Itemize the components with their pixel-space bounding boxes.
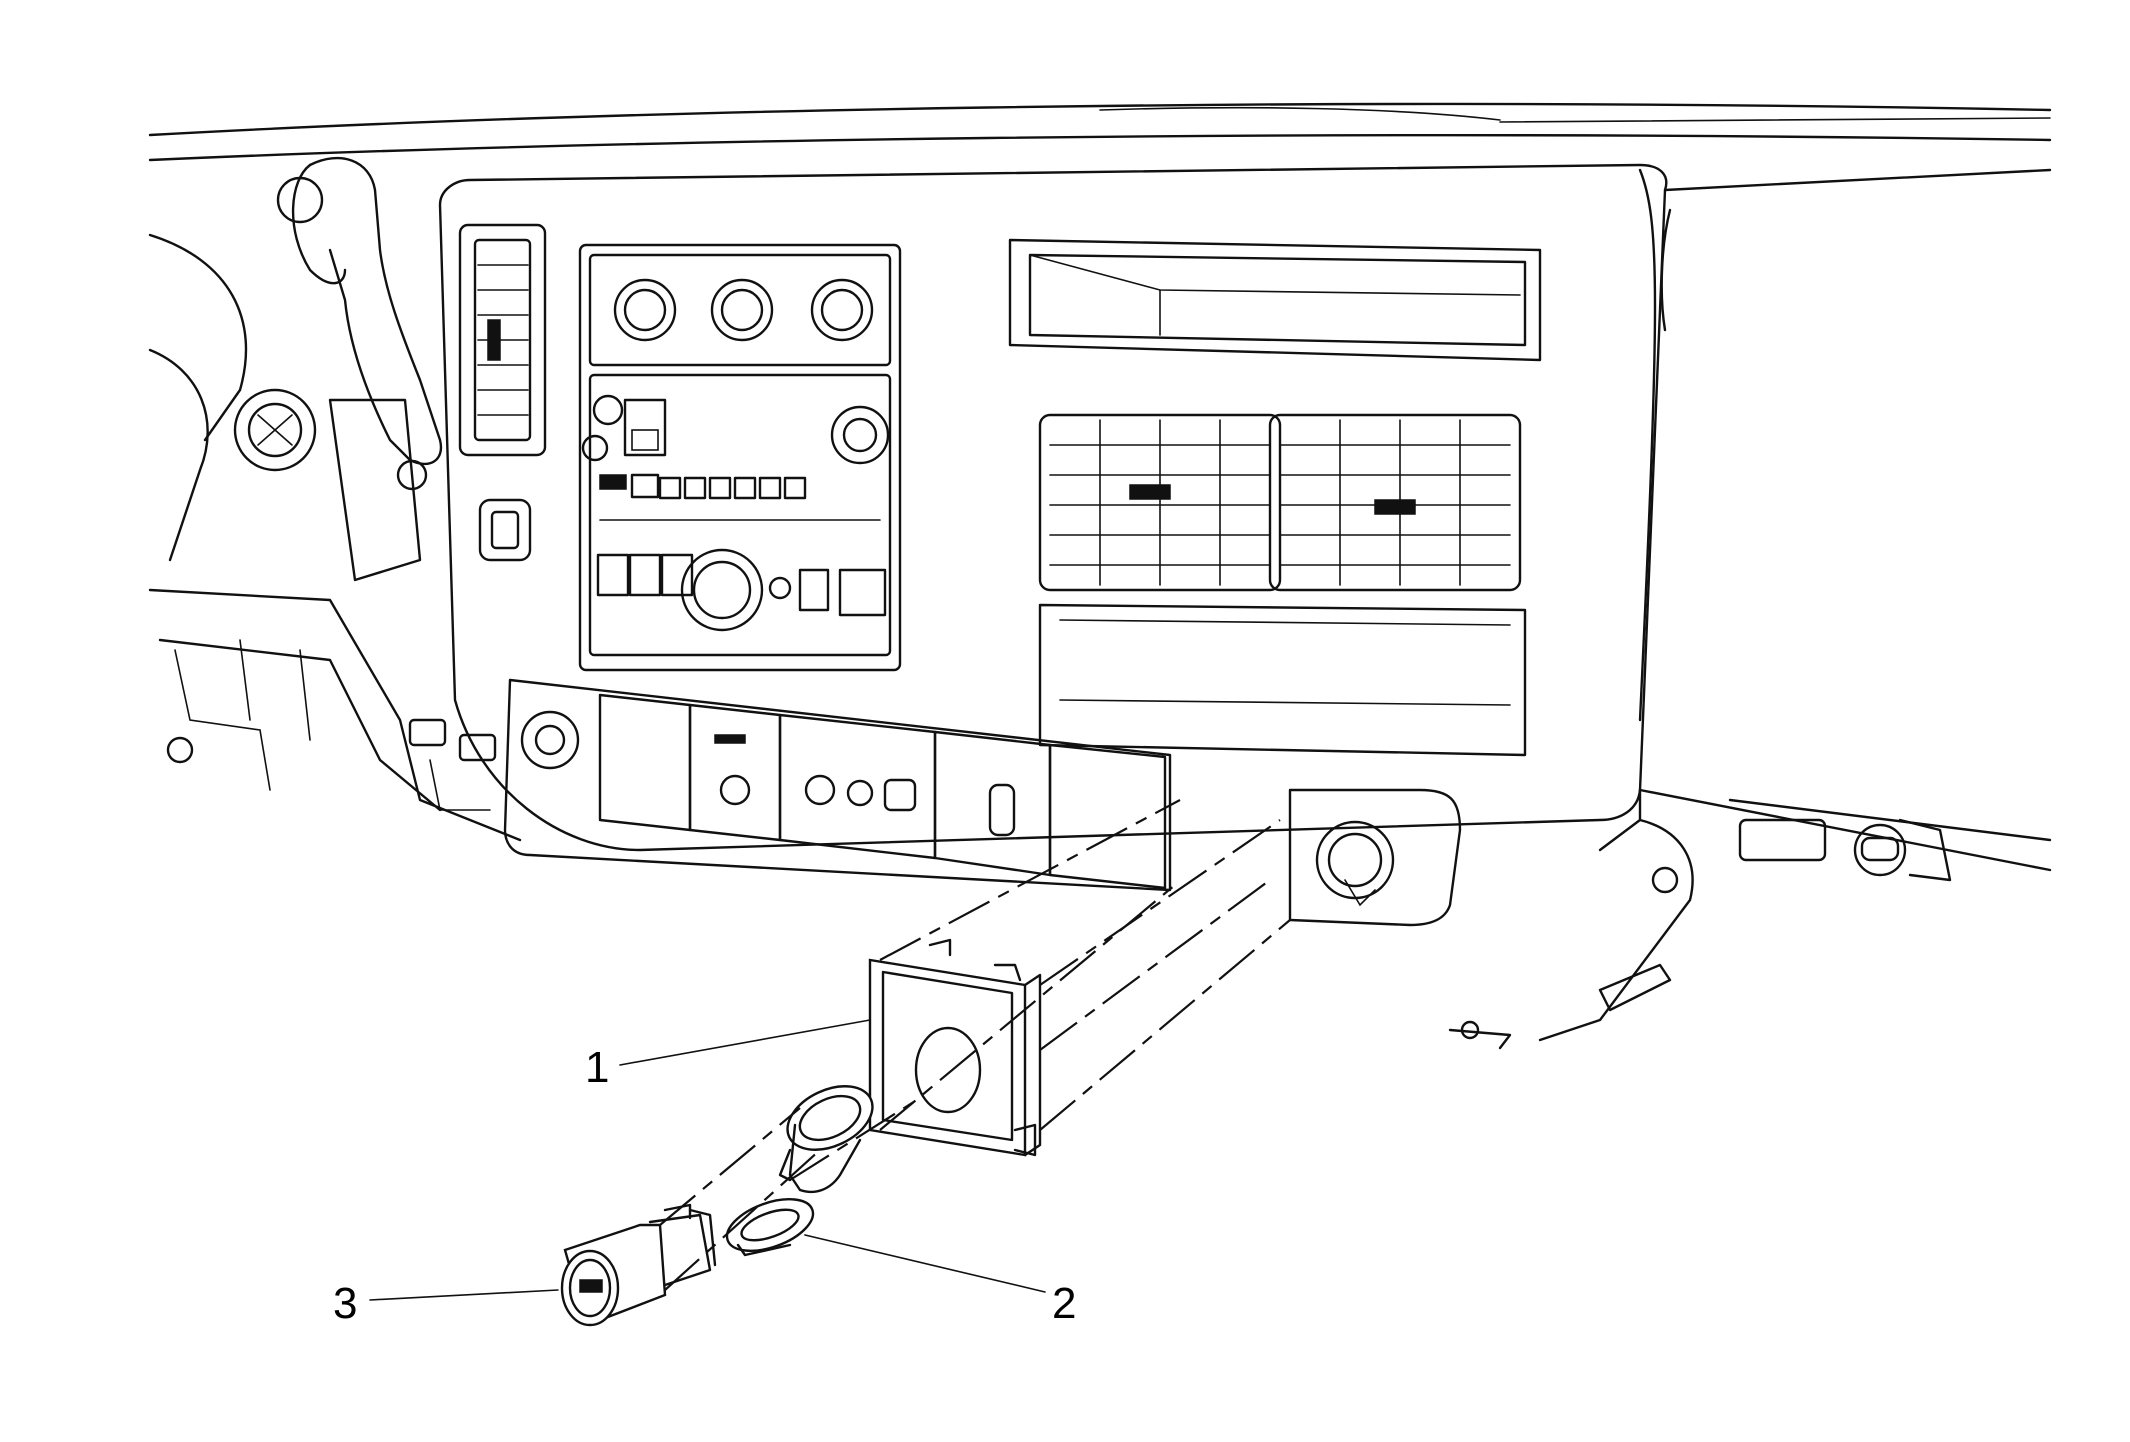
accessory-power-outlet <box>560 1203 717 1327</box>
center-stack-bezel <box>438 163 2052 852</box>
accessory-outlet-bezel <box>868 938 1042 1157</box>
callout-1: 1 <box>585 1019 871 1092</box>
center-storage-vents <box>1008 238 1542 757</box>
callout-2-label: 2 <box>1052 1279 1076 1328</box>
steering-column-area <box>148 156 522 842</box>
lower-switch-bank <box>503 678 1172 892</box>
left-air-vent <box>458 223 547 457</box>
dash-top-surface <box>148 102 2052 162</box>
callout-1-label: 1 <box>585 1043 609 1092</box>
right-lower-bezel <box>1288 788 1462 927</box>
explosion-guide-lines <box>659 799 1291 1291</box>
right-side-panel <box>1448 168 2052 1050</box>
hvac-radio-panel <box>578 243 902 672</box>
outlet-housing <box>725 1085 874 1257</box>
callout-2: 2 <box>804 1234 1076 1328</box>
hazard-switch <box>478 498 532 562</box>
callout-3: 3 <box>333 1279 559 1328</box>
callout-3-label: 3 <box>333 1279 357 1328</box>
